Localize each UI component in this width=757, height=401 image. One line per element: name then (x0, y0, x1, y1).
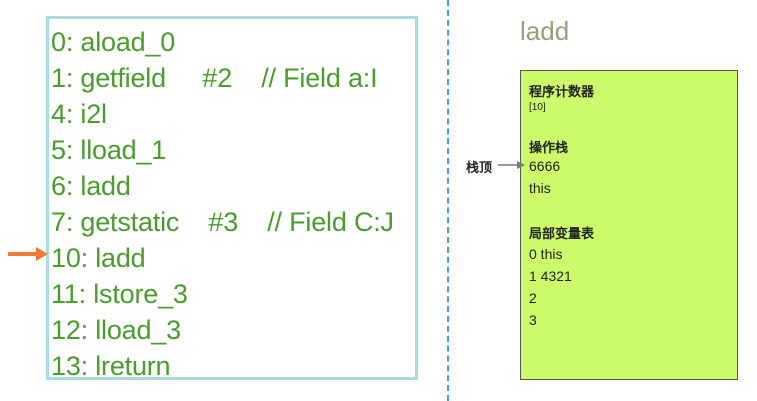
bytecode-line: 13: lreturn (51, 351, 171, 381)
bytecode-line: 7: getstatic #3 // Field C:J (51, 207, 394, 237)
bytecode-line: 6: ladd (51, 171, 131, 201)
local-variable-slot: 0 this (529, 246, 563, 262)
local-variable-slot: 3 (529, 312, 537, 328)
frame-title: ladd (520, 16, 570, 46)
bytecode-line: 11: lstore_3 (51, 279, 188, 309)
bytecode-line-current: 10: ladd (51, 243, 146, 273)
pc-value: [10] (529, 102, 546, 113)
operand-stack-item: this (529, 180, 551, 196)
pc-heading: 程序计数器 (529, 85, 595, 100)
stack-frame: 程序计数器 [10] 操作栈 6666 this 局部变量表 0 this 1 … (520, 70, 738, 380)
local-variable-slot: 2 (529, 290, 537, 306)
operand-stack-item: 6666 (529, 158, 561, 174)
bytecode-listing: 0: aload_0 1: getfield #2 // Field a:I 4… (46, 16, 418, 381)
section-divider (447, 0, 449, 401)
bytecode-line: 0: aload_0 (51, 27, 176, 57)
bytecode-line: 1: getfield #2 // Field a:I (51, 63, 378, 93)
operand-stack-heading: 操作栈 (529, 141, 569, 156)
bytecode-line: 12: lload_3 (51, 315, 181, 345)
stack-top-arrow-icon (498, 161, 525, 169)
bytecode-line: 4: i2l (51, 99, 107, 129)
bytecode-line: 5: lload_1 (51, 135, 167, 165)
local-variable-slot: 1 4321 (529, 268, 572, 284)
current-instruction-arrow-icon (8, 247, 48, 261)
local-variables-heading: 局部变量表 (529, 227, 595, 242)
stack-top-label: 栈顶 (466, 161, 493, 176)
